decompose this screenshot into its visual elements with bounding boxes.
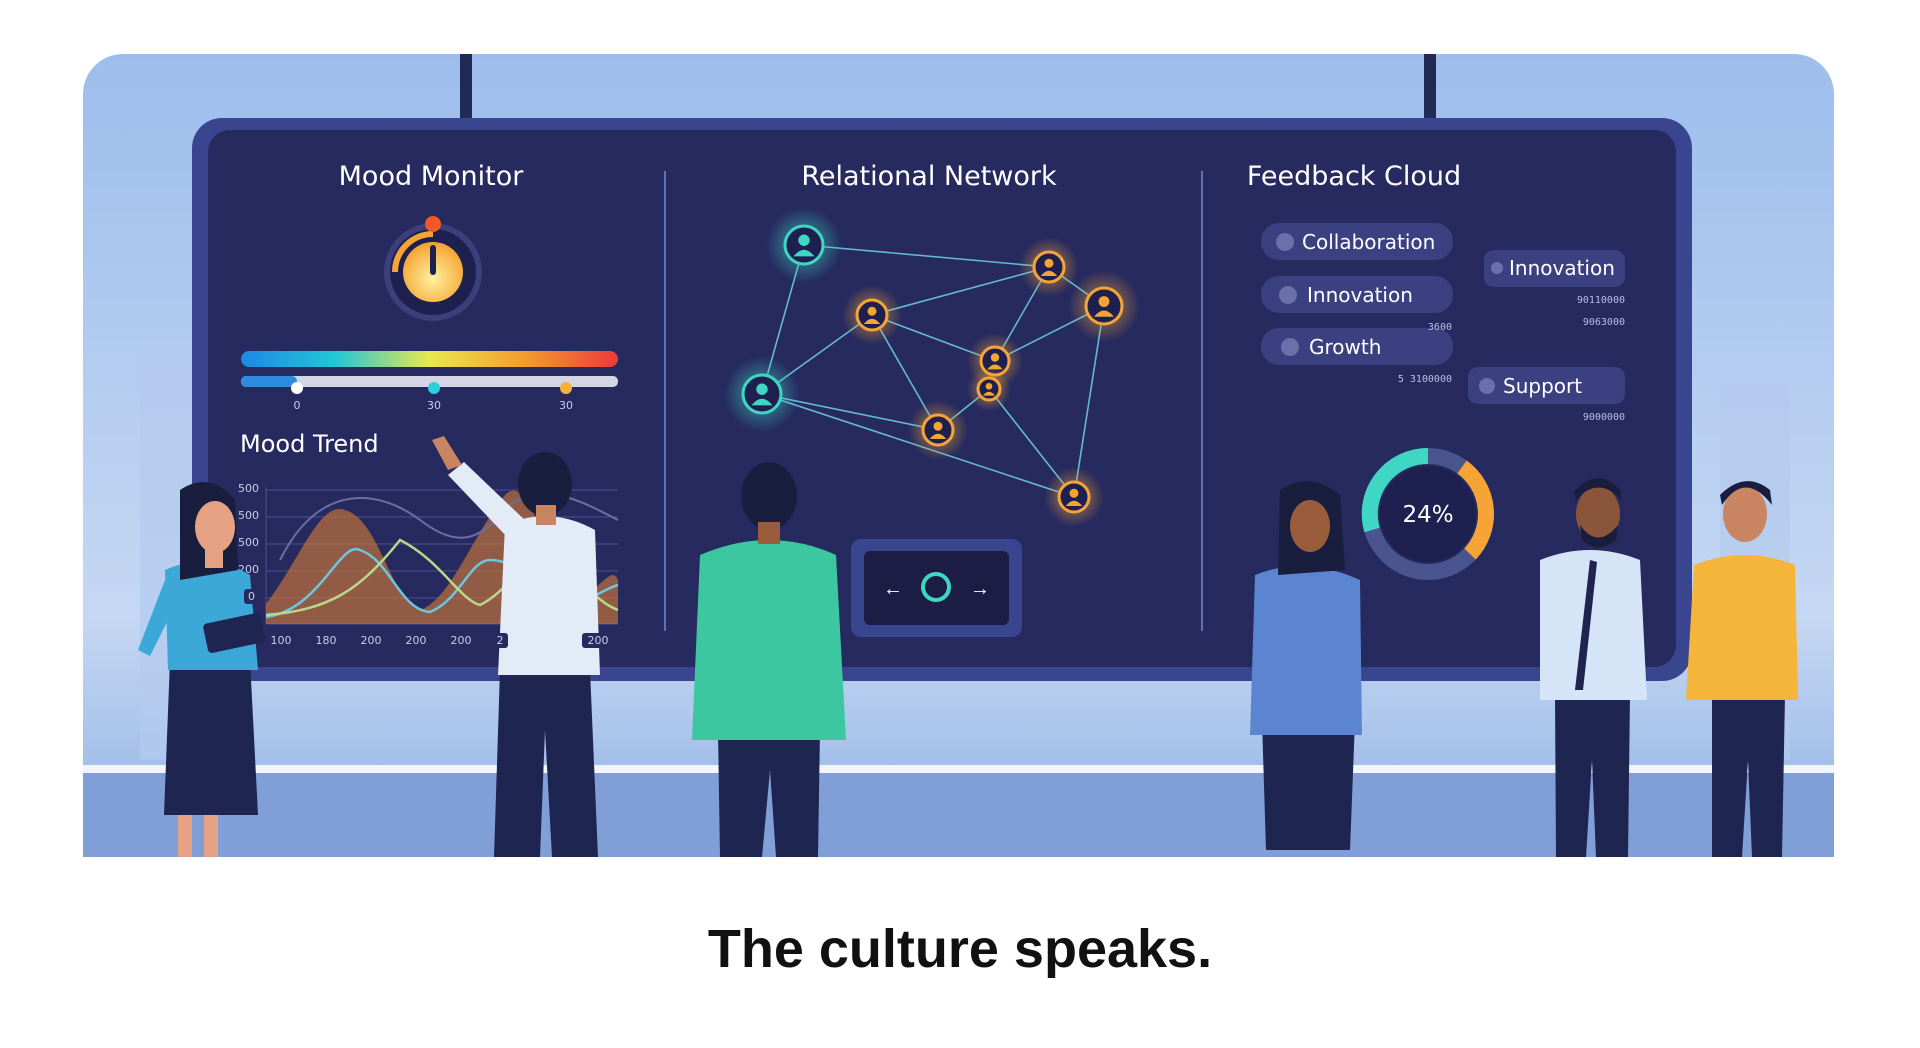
donut-chart: 24%: [1361, 447, 1494, 580]
small-label: 9063000: [1583, 317, 1625, 328]
person-node-icon: [908, 400, 968, 460]
mood-slider[interactable]: [241, 376, 618, 394]
x-tick: 180: [316, 634, 337, 647]
person-node-icon: [1068, 270, 1140, 342]
circle-icon[interactable]: [921, 572, 951, 602]
x-tick: 200: [361, 634, 382, 647]
feedback-cloud-panel: Feedback Cloud Collaboration Innovation …: [1247, 161, 1625, 580]
donut-label: 24%: [1402, 502, 1453, 528]
y-tick: 500: [238, 482, 259, 495]
relational-network-panel: Relational Network ← →: [724, 161, 1140, 637]
slider-handle[interactable]: [428, 382, 440, 394]
feedback-cloud-title: Feedback Cloud: [1247, 161, 1461, 192]
y-tick: 500: [238, 509, 259, 522]
network-nav-control: ← →: [851, 539, 1022, 637]
chip-label: Innovation: [1509, 256, 1615, 280]
donut-segment-orange: [1457, 460, 1494, 560]
relational-network-title: Relational Network: [801, 161, 1057, 192]
gauge-icon: [384, 216, 482, 321]
y-tick: 0: [248, 590, 255, 603]
person-man-pointing: [432, 436, 600, 857]
person-node-icon: [724, 356, 800, 432]
chip-innovation-2[interactable]: Innovation: [1484, 250, 1625, 287]
chip-collaboration[interactable]: Collaboration: [1261, 223, 1453, 260]
x-tick: 200: [406, 634, 427, 647]
network-nodes: [724, 207, 1140, 527]
person-man-yellow: [1686, 481, 1798, 857]
chip-growth[interactable]: Growth: [1261, 328, 1453, 365]
mood-monitor-title: Mood Monitor: [339, 161, 525, 192]
person-woman-blue: [1250, 481, 1362, 850]
slider-handle[interactable]: [560, 382, 572, 394]
slider-label: 30: [427, 399, 441, 412]
slider-label: 0: [294, 399, 301, 412]
x-tick: 2: [497, 634, 504, 647]
y-tick: 500: [238, 536, 259, 549]
small-label: 3600: [1428, 322, 1452, 333]
small-label: 90110000: [1577, 295, 1625, 306]
donut-segment-teal: [1361, 447, 1429, 533]
mood-gradient-bar: [241, 351, 618, 367]
small-label: 5 3100000: [1398, 374, 1452, 385]
slider-handle[interactable]: [291, 382, 303, 394]
person-man-teal-shirt: [692, 462, 846, 857]
arrow-left-icon[interactable]: ←: [883, 578, 903, 600]
person-node-icon: [1044, 467, 1104, 527]
tick-label-backing: [244, 589, 258, 604]
chip-innovation[interactable]: Innovation: [1261, 276, 1453, 313]
person-woman-tablet: [138, 482, 265, 857]
x-tick: 200: [588, 634, 609, 647]
chip-label: Collaboration: [1302, 230, 1435, 254]
slider-label: 30: [559, 399, 573, 412]
person-node-icon: [842, 285, 902, 345]
person-node-icon: [1019, 237, 1079, 297]
caption: The culture speaks.: [707, 919, 1213, 979]
small-label: 9000000: [1583, 412, 1625, 423]
tick-label-backing: [492, 633, 508, 648]
mood-trend-title: Mood Trend: [240, 430, 379, 458]
chip-label: Innovation: [1307, 283, 1413, 307]
chip-support[interactable]: Support: [1468, 367, 1625, 404]
x-tick: 200: [451, 634, 472, 647]
person-node-icon: [766, 207, 842, 283]
chip-label: Growth: [1309, 335, 1381, 359]
x-tick: 100: [271, 634, 292, 647]
people: [138, 436, 1798, 857]
chart-tick-overlay: 0 2 200: [244, 589, 614, 648]
tick-label-backing: [582, 633, 614, 648]
chip-label: Support: [1503, 374, 1582, 398]
arrow-right-icon[interactable]: →: [970, 578, 990, 600]
person-man-beard: [1540, 477, 1647, 857]
person-node-icon: [967, 367, 1011, 411]
